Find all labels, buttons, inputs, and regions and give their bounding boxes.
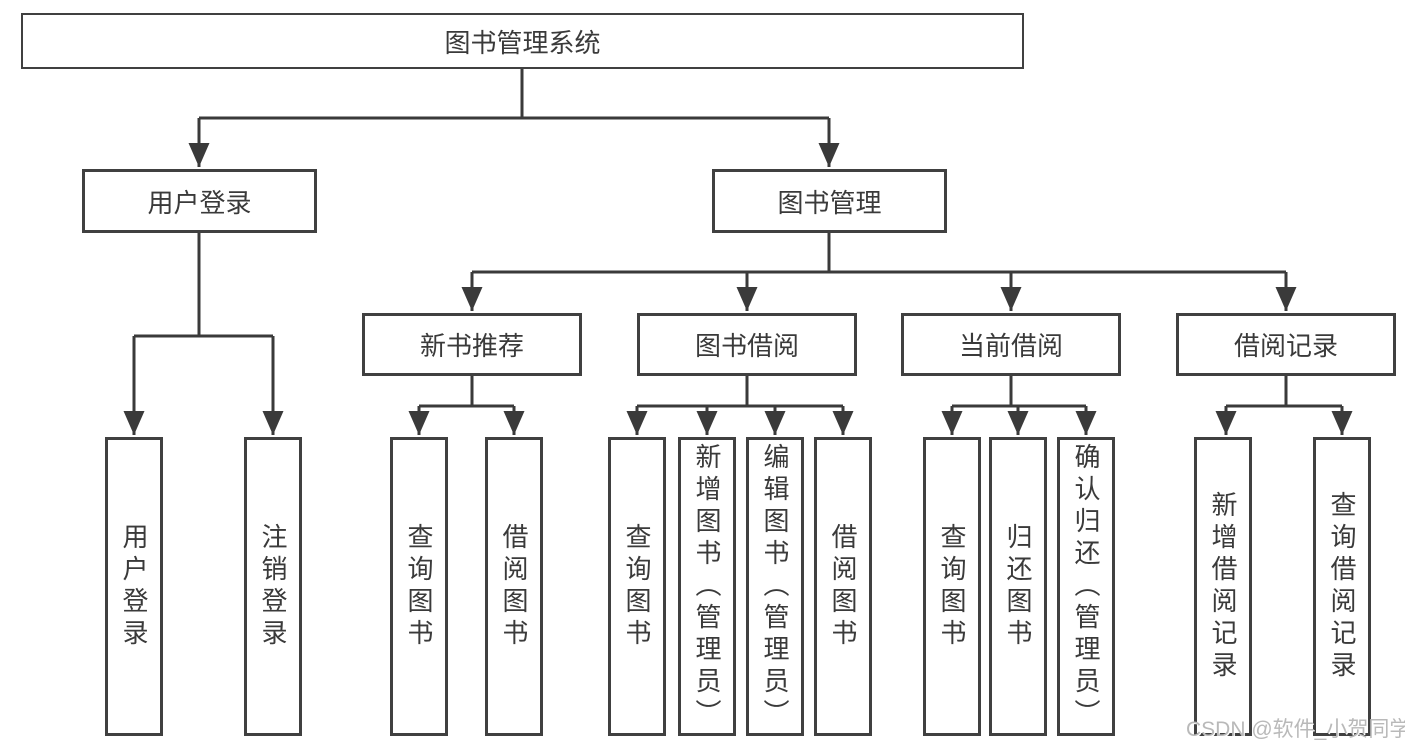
node-borrow-records: 借阅记录 [1176, 313, 1396, 376]
leaf-label: 查询图书 [937, 522, 967, 651]
node-current-borrow: 当前借阅 [901, 313, 1121, 376]
node-new-book-recommend: 新书推荐 [362, 313, 582, 376]
leaf-label: 新增借阅记录 [1208, 490, 1238, 683]
leaf-newbook-query-books: 查询图书 [390, 437, 448, 736]
leaf-label: 查询图书 [622, 522, 652, 651]
leaf-label: 查询借阅记录 [1327, 490, 1357, 683]
leaf-label: 查询图书 [404, 522, 434, 651]
node-user-login: 用户登录 [82, 169, 317, 233]
leaf-label: 借阅图书 [499, 522, 529, 651]
leaf-label: 确认归还（管理员） [1071, 442, 1101, 731]
leaf-label: 编辑图书（管理员） [760, 442, 790, 731]
leaf-label: 新增图书（管理员） [692, 442, 722, 731]
node-label: 图书借阅 [694, 331, 799, 361]
leaf-user-login: 用户登录 [105, 437, 163, 736]
leaf-label: 注销登录 [258, 522, 288, 651]
node-label: 当前借阅 [958, 331, 1063, 361]
leaf-borrow-add-books-admin: 新增图书（管理员） [678, 437, 736, 736]
leaf-records-add-record: 新增借阅记录 [1194, 437, 1252, 736]
leaf-label: 归还图书 [1003, 522, 1033, 651]
node-book-management: 图书管理 [712, 169, 947, 233]
node-root-library-system: 图书管理系统 [21, 13, 1024, 69]
node-label: 借阅记录 [1233, 331, 1338, 361]
leaf-borrow-query-books: 查询图书 [608, 437, 666, 736]
leaf-borrow-borrow-books: 借阅图书 [814, 437, 872, 736]
leaf-label: 用户登录 [119, 522, 149, 651]
leaf-newbook-borrow-books: 借阅图书 [485, 437, 543, 736]
node-label: 用户登录 [147, 187, 252, 218]
leaf-label: 借阅图书 [828, 522, 858, 651]
node-label: 新书推荐 [419, 331, 524, 361]
node-label: 图书管理 [777, 187, 882, 218]
leaf-current-query-books: 查询图书 [923, 437, 981, 736]
leaf-current-confirm-return-admin: 确认归还（管理员） [1057, 437, 1115, 736]
node-book-borrow: 图书借阅 [637, 313, 857, 376]
leaf-current-return-books: 归还图书 [989, 437, 1047, 736]
leaf-borrow-edit-books-admin: 编辑图书（管理员） [746, 437, 804, 736]
leaf-records-query-record: 查询借阅记录 [1313, 437, 1371, 736]
csdn-watermark: CSDN @软件_小贺同学 [1186, 718, 1405, 741]
leaf-logout: 注销登录 [244, 437, 302, 736]
node-label: 图书管理系统 [444, 27, 601, 58]
